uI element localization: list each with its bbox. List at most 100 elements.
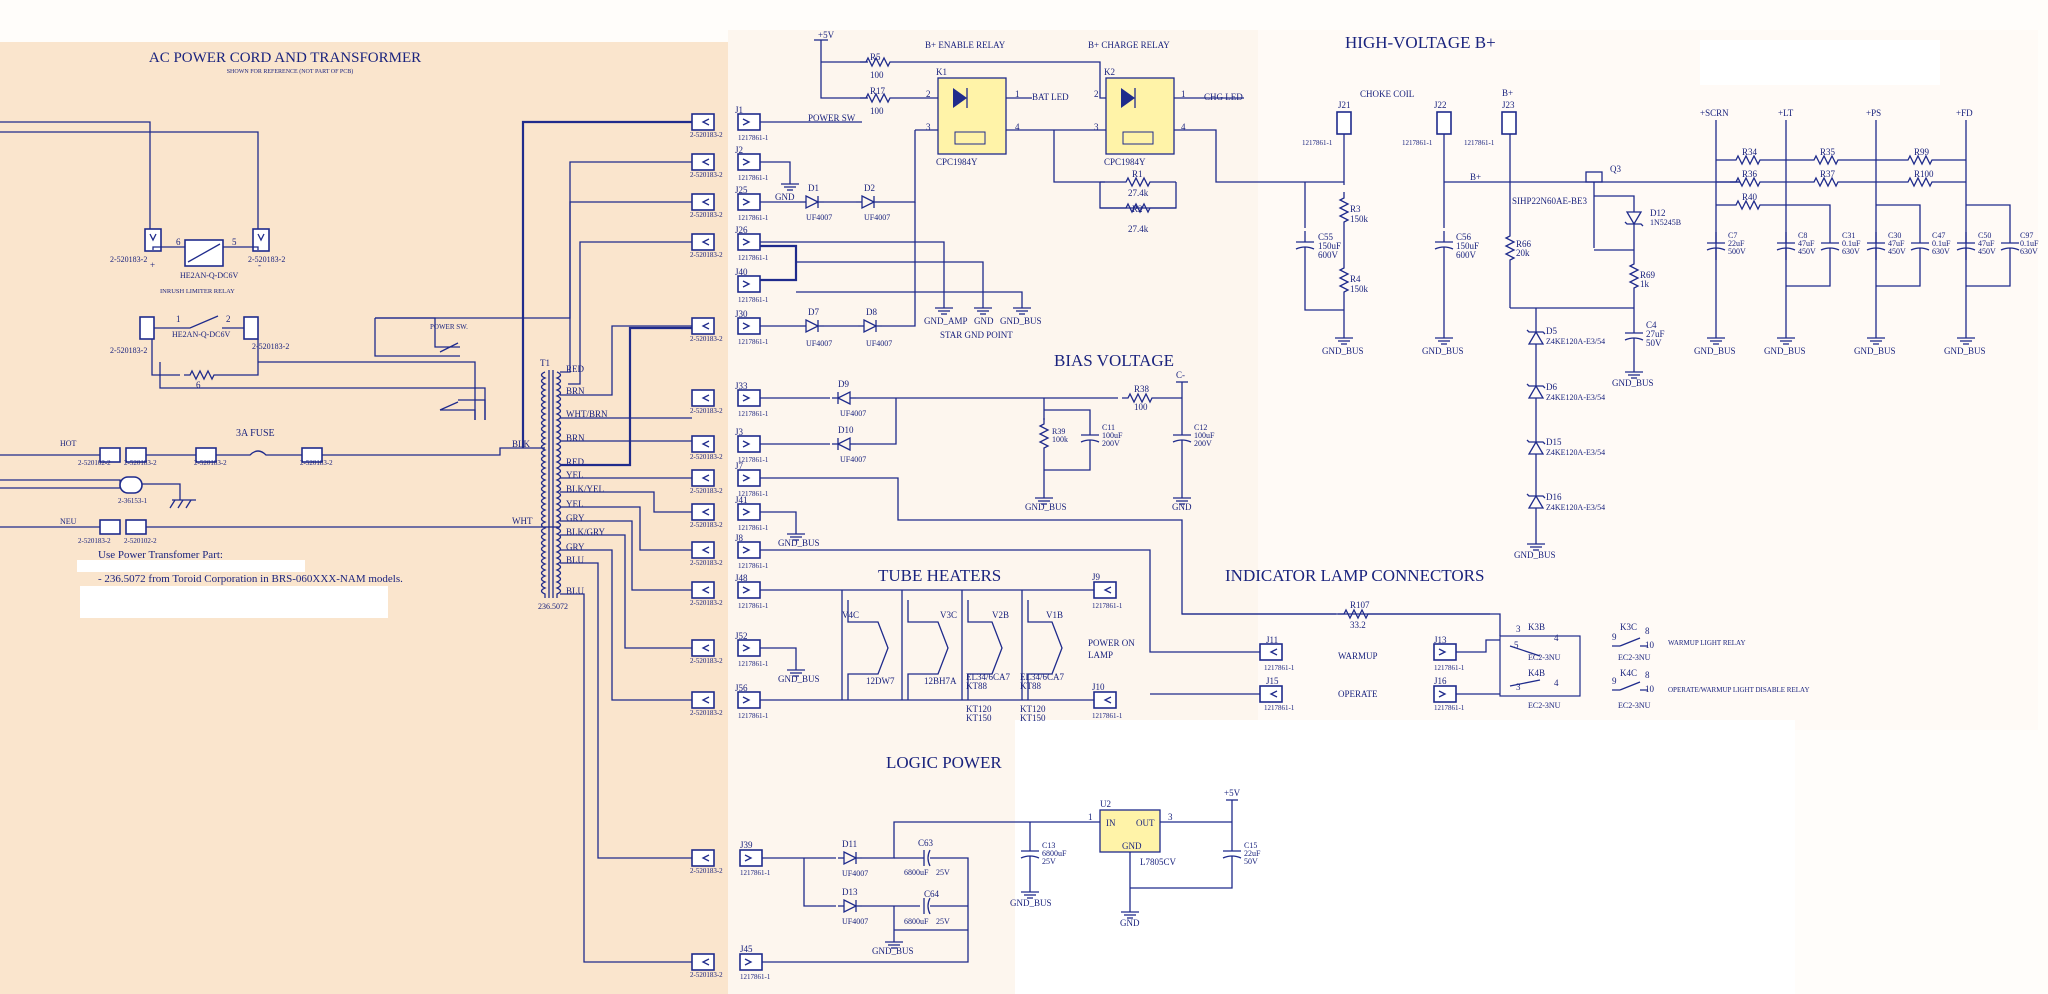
- ground-label: GND_BUS: [1422, 346, 1464, 356]
- capacitor-value: 0.1uF: [1932, 239, 1951, 248]
- capacitor-designator: C11: [1102, 423, 1115, 432]
- connector-designator: J8: [735, 533, 744, 543]
- connector-part: 2-520183-2: [690, 335, 723, 343]
- mosfet-designator: Q3: [1610, 164, 1621, 174]
- connector-part: 2-520183-2: [300, 459, 333, 467]
- resistor-value: 100: [1134, 402, 1148, 412]
- relay-pin: 3: [1516, 682, 1521, 692]
- connector-part: 2-520183-2: [248, 255, 285, 264]
- diode-designator: D7: [808, 307, 819, 317]
- ground-label: GND_BUS: [778, 674, 820, 684]
- connector-designator: J9: [1092, 572, 1101, 582]
- zener-designator: D16: [1546, 492, 1562, 502]
- ground-label: GND_BUS: [1514, 550, 1556, 560]
- hv-bplus-section: HIGH-VOLTAGE B+ CHOKE COIL J21 J22 J23 1…: [1295, 33, 1740, 560]
- tube-type: EL34/6CA7: [966, 672, 1010, 682]
- diode-designator: D2: [864, 183, 875, 193]
- relay-part: EC2-3NU: [1528, 701, 1561, 710]
- wire-label: WHT/BRN: [566, 409, 608, 419]
- output-rails: +SCRN +LT +PS +FD R34 R35 R99 R36 R37 R1…: [1694, 108, 2039, 356]
- mosfet-part: SIHP22N60AE-BE3: [1512, 196, 1588, 206]
- resistor-designator: R1: [1132, 169, 1143, 179]
- resistor-designator: R34: [1742, 147, 1758, 157]
- relay-pin-label: 1: [176, 314, 181, 324]
- ground-label: GND_BUS: [1025, 502, 1067, 512]
- bias-section-title: BIAS VOLTAGE: [1054, 351, 1174, 370]
- capacitor-value: 150uF: [1318, 241, 1341, 251]
- power-switch-label: POWER SW.: [430, 323, 468, 331]
- diode-part: UF4007: [842, 917, 868, 926]
- capacitor-rating: 25V: [936, 917, 950, 926]
- connector-part: 2-520183-2: [110, 346, 147, 355]
- tube-type: 12DW7: [866, 676, 895, 686]
- ac-section-background: [0, 42, 728, 994]
- capacitor-value: 6800uF: [904, 917, 929, 926]
- diode-part: UF4007: [806, 339, 832, 348]
- ac-section-subtitle: SHOWN FOR REFERENCE (NOT PART OF PCB): [227, 68, 354, 75]
- wire-label: BLK/YEL: [566, 484, 604, 494]
- capacitor-rating: 200V: [1102, 439, 1120, 448]
- capacitor-designator: C4: [1646, 320, 1657, 330]
- ground-label: GND_BUS: [1694, 346, 1736, 356]
- regulator-designator: U2: [1100, 799, 1111, 809]
- hv-section-title: HIGH-VOLTAGE B+: [1345, 33, 1496, 52]
- relay-pin: 8: [1645, 670, 1650, 680]
- capacitor-designator: C15: [1244, 841, 1257, 850]
- capacitor-value: 22uF: [1244, 849, 1261, 858]
- connector-part: 2-520183-2: [690, 251, 723, 259]
- ground-label: GND: [1120, 918, 1140, 928]
- connector-part: 1217861-1: [1302, 139, 1333, 147]
- capacitor-rating: 25V: [1042, 857, 1056, 866]
- connector-part: 1217861-1: [1464, 139, 1495, 147]
- capacitor-value: 47uF: [1888, 239, 1905, 248]
- capacitor-designator: C8: [1798, 231, 1807, 240]
- diode-designator: D13: [842, 887, 858, 897]
- capacitor-designator: C30: [1888, 231, 1901, 240]
- ground-label: GND_BUS: [1854, 346, 1896, 356]
- relay-designator: K3C: [1620, 622, 1637, 632]
- capacitor-rating: 450V: [1798, 247, 1816, 256]
- connector-part: 1217861-1: [738, 338, 769, 346]
- connector-designator: J7: [735, 461, 744, 471]
- resistor-designator: R17: [870, 86, 886, 96]
- connector-part: 1217861-1: [738, 174, 769, 182]
- capacitor-designator: C55: [1318, 232, 1334, 242]
- connector-part: 2-520183-2: [690, 521, 723, 529]
- capacitor-designator: C64: [924, 889, 940, 899]
- operate-label: OPERATE: [1338, 689, 1378, 699]
- connector-designator: J25: [735, 185, 748, 195]
- wire-label: BRN: [566, 433, 585, 443]
- regulator-pin: IN: [1106, 818, 1116, 828]
- connector-part: 2-520102-2: [78, 459, 111, 467]
- note-bar-2: [80, 586, 388, 618]
- board-connectors-left: 2-520183-2 2-520183-2 2-520183-2 2-52018…: [690, 113, 723, 979]
- connector-designator: J45: [740, 944, 753, 954]
- relay-designator: K4C: [1620, 668, 1637, 678]
- relay-part: HE2AN-Q-DC6V: [180, 271, 238, 280]
- resistor-value: 100k: [1052, 435, 1068, 444]
- capacitor-designator: C13: [1042, 841, 1055, 850]
- connector-designator: J30: [735, 309, 748, 319]
- connector-part: 1217861-1: [1434, 704, 1465, 712]
- relay-part: HE2AN-Q-DC6V: [172, 330, 230, 339]
- blank-area-bottom: [1015, 720, 1795, 994]
- relay-designator: K4B: [1528, 668, 1545, 678]
- capacitor-rating: 630V: [1842, 247, 1860, 256]
- wire-label: YEL: [566, 499, 584, 509]
- svg-text:2: 2: [926, 89, 931, 99]
- relay-pin: 5: [1514, 640, 1519, 650]
- relay-designator: K1: [936, 67, 947, 77]
- resistor-value: 27.4k: [1128, 188, 1149, 198]
- bias-output-label: C-: [1176, 370, 1185, 380]
- fuse-label: 3A FUSE: [236, 428, 275, 439]
- resistor-value: 150k: [1350, 284, 1369, 294]
- resistor-designator: R3: [1350, 204, 1361, 214]
- connector-designator: J15: [1266, 676, 1279, 686]
- wire-label: BRN: [566, 386, 585, 396]
- capacitor-rating: 25V: [936, 868, 950, 877]
- relay-part: EC2-3NU: [1528, 653, 1561, 662]
- transformer-t1: T1 236.5072 RED BRN WHT/BRN BRN RED YEL …: [538, 358, 608, 611]
- inrush-label: INRUSH LIMITER RELAY: [160, 288, 235, 295]
